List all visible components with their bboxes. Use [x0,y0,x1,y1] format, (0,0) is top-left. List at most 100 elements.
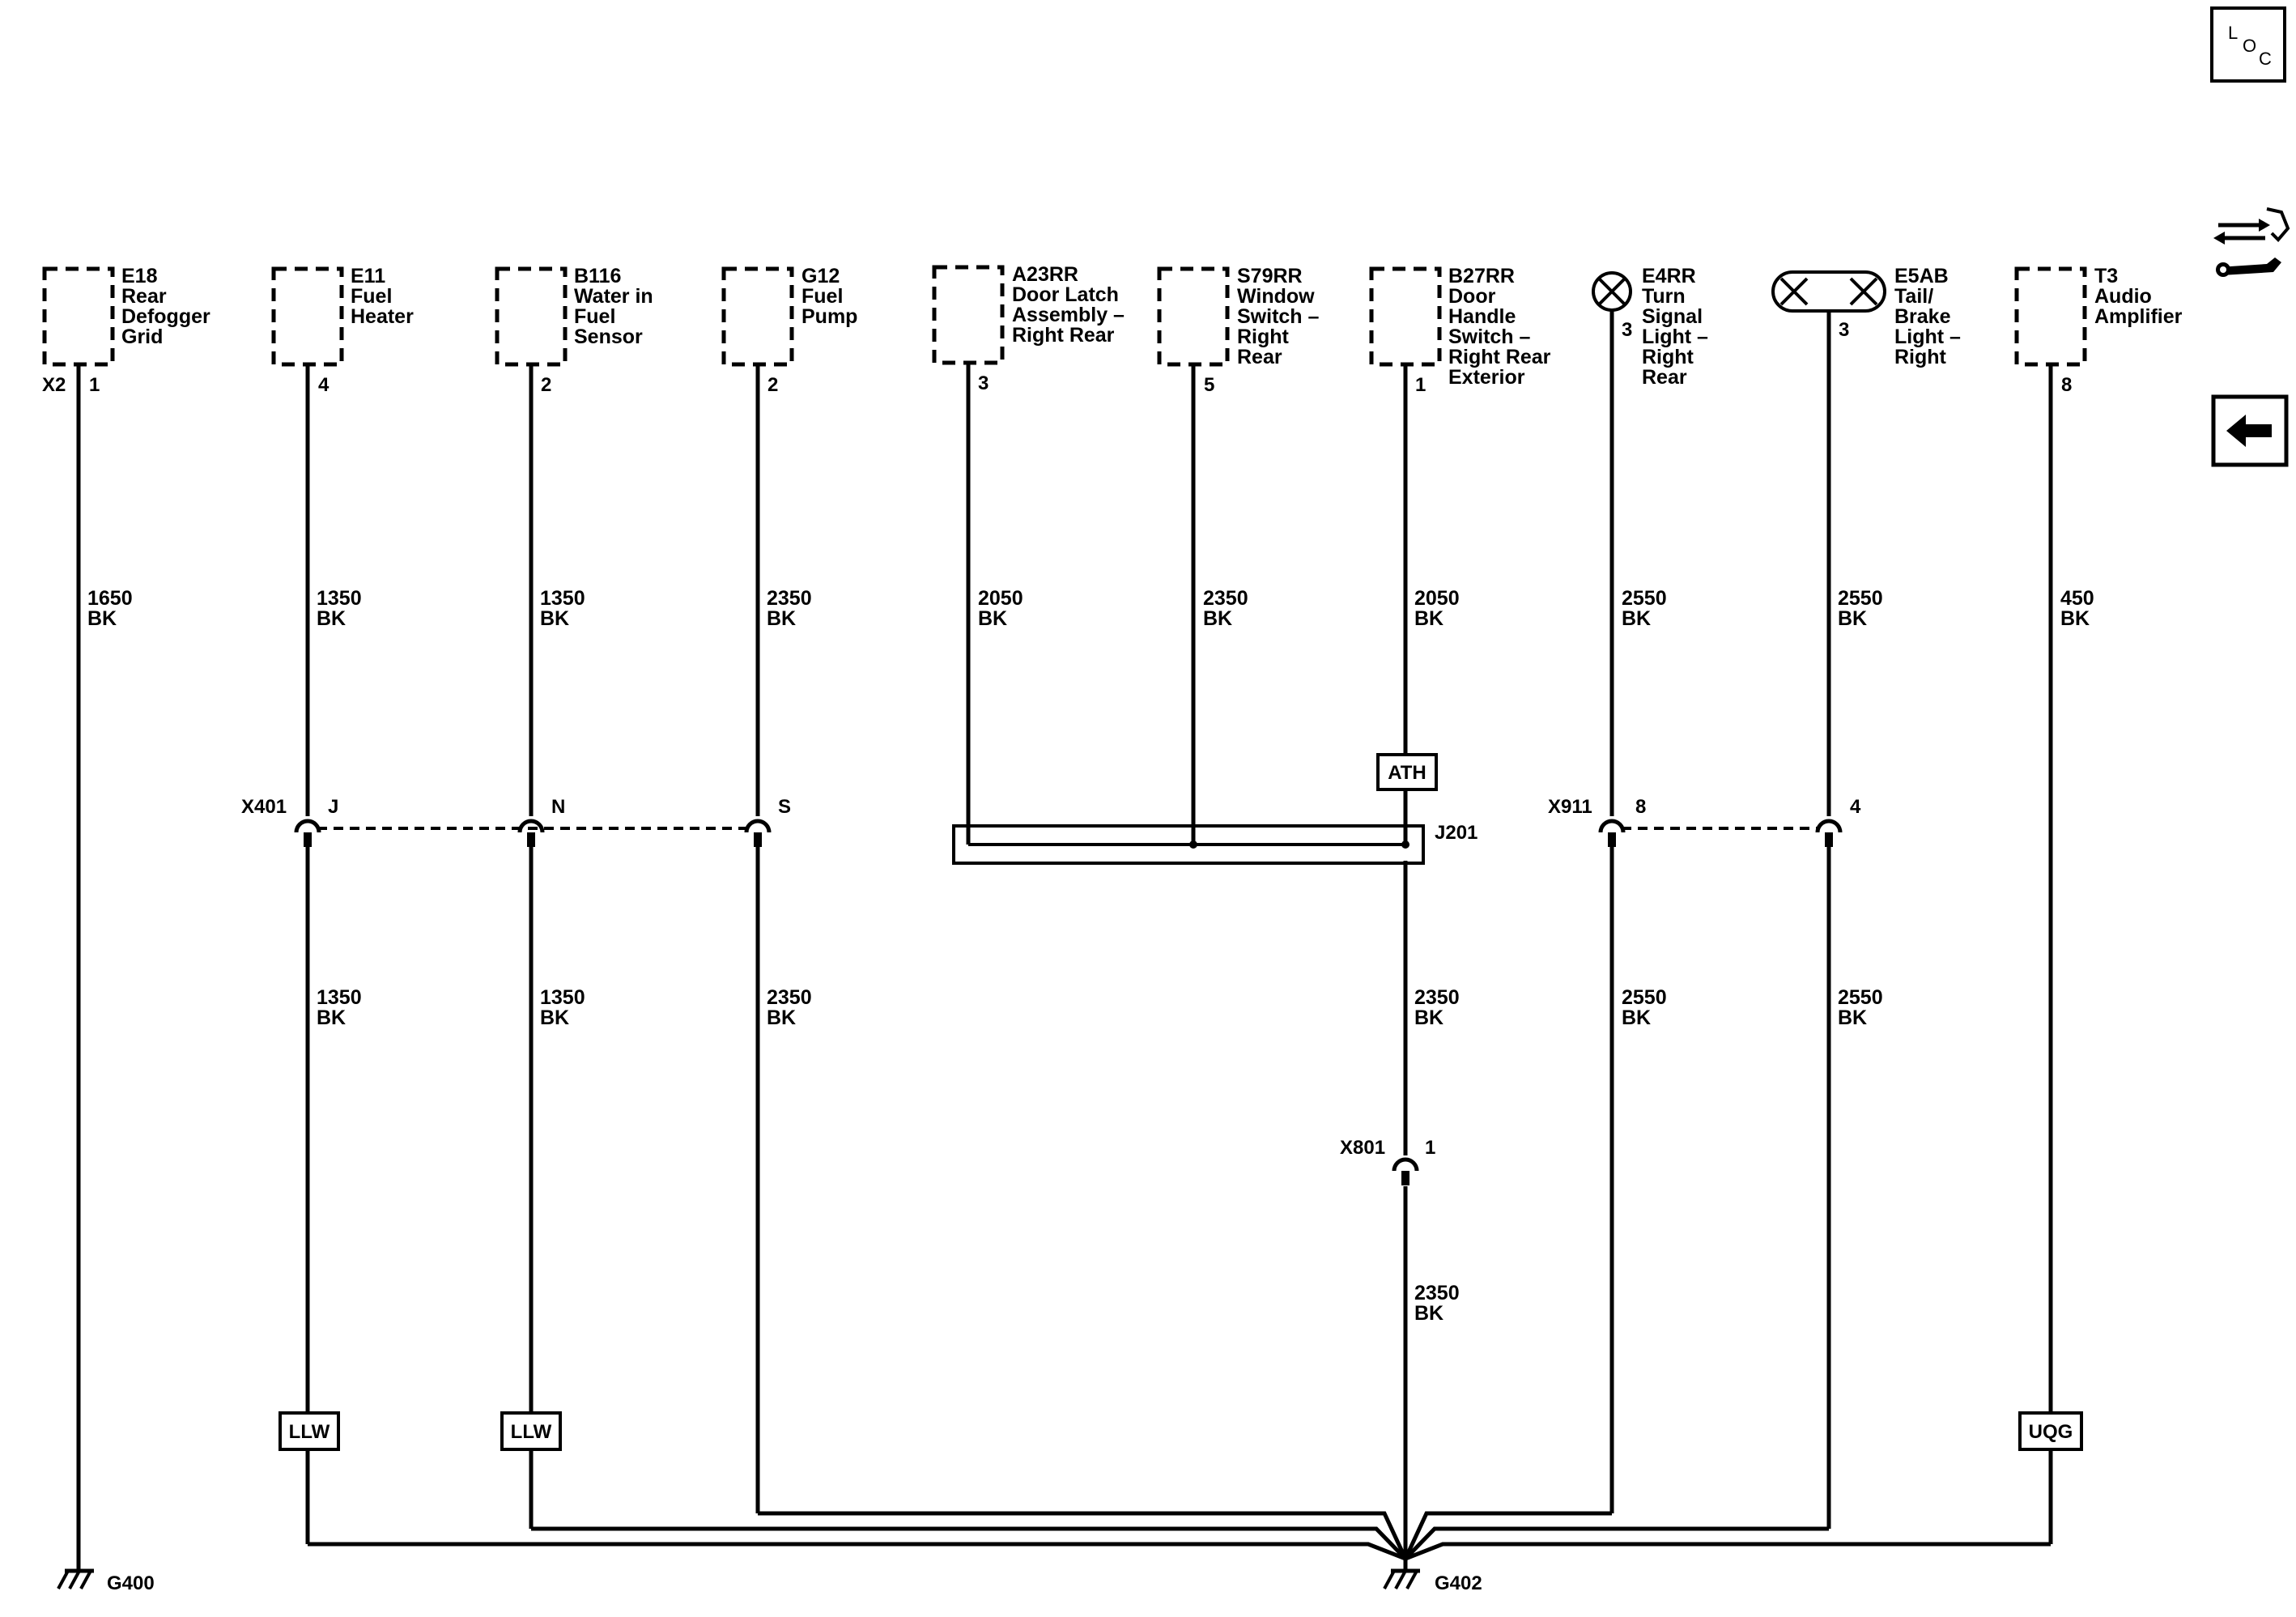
wire-labels-lower: 1350 BK 1350 BK 2350 BK 2350 BK 2550 BK … [317,986,1883,1325]
svg-text:Right Rear: Right Rear [1448,346,1551,368]
svg-text:UQG: UQG [2029,1421,2073,1443]
svg-text:G12: G12 [801,265,840,287]
svg-text:E4RR: E4RR [1642,265,1696,287]
svg-text:1350: 1350 [317,986,362,1009]
svg-text:N: N [551,796,565,818]
svg-text:2550: 2550 [1838,587,1883,610]
svg-text:Signal: Signal [1642,305,1703,328]
svg-text:4: 4 [1850,796,1861,818]
component-s79rr: S79RR Window Switch – Right Rear 5 [1157,265,1320,396]
component-g12: G12 Fuel Pump 2 [721,265,857,396]
svg-text:8: 8 [1635,796,1646,818]
svg-text:Switch –: Switch – [1448,326,1531,348]
component-e4rr: E4RR Turn Signal Light – Right Rear 3 [1592,265,1708,389]
connector-x911: X911 8 4 [1548,796,1861,847]
svg-text:Rear: Rear [1237,346,1282,368]
svg-text:8: 8 [2061,374,2072,396]
svg-text:X911: X911 [1548,796,1592,818]
ground-g402: G402 [1383,1559,1482,1594]
component-b116: B116 Water in Fuel Sensor 2 [495,265,653,396]
svg-text:Grid: Grid [121,326,163,348]
svg-text:X2: X2 [42,374,66,396]
component-t3: T3 Audio Amplifier 8 [2014,265,2183,396]
svg-text:G400: G400 [107,1572,155,1594]
svg-text:4: 4 [318,374,330,396]
svg-text:LLW: LLW [289,1421,330,1443]
svg-text:Window: Window [1237,285,1315,308]
ground-g400: G400 [57,1568,155,1594]
svg-text:O: O [2243,36,2256,56]
svg-text:BK: BK [2060,607,2090,630]
svg-text:3: 3 [1839,319,1849,341]
svg-text:2550: 2550 [1622,587,1667,610]
svg-text:Right: Right [1642,346,1694,368]
svg-text:BK: BK [540,1006,569,1029]
svg-text:Light –: Light – [1642,326,1708,348]
svg-text:E11: E11 [351,265,385,287]
svg-text:BK: BK [1414,1302,1444,1325]
svg-text:Door Latch: Door Latch [1012,283,1119,306]
svg-text:C: C [2259,49,2272,69]
svg-text:1: 1 [1415,374,1426,396]
svg-text:1350: 1350 [317,587,362,610]
svg-text:Brake: Brake [1894,305,1951,328]
svg-text:BK: BK [978,607,1007,630]
svg-text:Amplifier: Amplifier [2094,305,2183,328]
component-e18: E18 Rear Defogger Grid X2 1 [42,265,210,396]
svg-text:1: 1 [89,374,100,396]
svg-text:BK: BK [1203,607,1232,630]
svg-text:Right: Right [1237,326,1290,348]
svg-text:Right: Right [1894,346,1947,368]
connector-x801: X801 1 [1340,1137,1435,1185]
svg-text:BK: BK [1622,1006,1651,1029]
svg-text:3: 3 [1622,319,1632,341]
svg-text:BK: BK [317,607,346,630]
svg-text:Door: Door [1448,285,1496,308]
svg-text:S: S [778,796,791,818]
svg-text:X401: X401 [241,796,287,818]
svg-text:BK: BK [767,607,796,630]
svg-text:J201: J201 [1435,822,1478,844]
svg-text:BK: BK [1622,607,1651,630]
svg-text:Fuel: Fuel [574,305,615,328]
svg-text:B116: B116 [574,265,621,287]
tag-llw-1: LLW [278,1411,340,1451]
svg-text:BK: BK [87,607,117,630]
svg-text:Rear: Rear [121,285,167,308]
wires [76,310,2053,1571]
svg-text:Pump: Pump [801,305,857,328]
svg-text:E5AB: E5AB [1894,265,1949,287]
svg-text:S79RR: S79RR [1237,265,1303,287]
tag-ath: ATH [1376,753,1438,791]
wire-labels-upper: 1650 BK 1350 BK 1350 BK 2350 BK 2050 BK … [87,587,2094,630]
svg-text:2: 2 [767,374,778,396]
svg-text:2350: 2350 [767,587,812,610]
svg-text:Turn: Turn [1642,285,1686,308]
connector-x401: X401 J N S [241,796,791,847]
svg-text:5: 5 [1204,374,1214,396]
svg-text:BK: BK [767,1006,796,1029]
svg-text:Sensor: Sensor [574,326,643,348]
navigation-tool-icon[interactable] [2213,207,2290,277]
tag-uqg: UQG [2018,1411,2083,1451]
svg-text:Handle: Handle [1448,305,1516,328]
svg-text:3: 3 [978,372,989,394]
svg-text:1350: 1350 [540,986,585,1009]
svg-text:G402: G402 [1435,1572,1482,1594]
svg-text:2050: 2050 [978,587,1023,610]
svg-text:Assembly –: Assembly – [1012,304,1125,326]
svg-text:1350: 1350 [540,587,585,610]
svg-text:2350: 2350 [1414,986,1460,1009]
dual-bulb-icon [1771,270,1886,313]
svg-text:ATH: ATH [1388,762,1426,784]
component-b27rr: B27RR Door Handle Switch – Right Rear Ex… [1369,265,1551,396]
svg-text:Switch –: Switch – [1237,305,1320,328]
svg-text:2350: 2350 [1414,1282,1460,1304]
back-arrow-icon[interactable] [2211,394,2289,467]
svg-text:Water in: Water in [574,285,653,308]
loc-icon[interactable]: L O C [2210,6,2286,83]
svg-text:X801: X801 [1340,1137,1385,1159]
component-a23rr: A23RR Door Latch Assembly – Right Rear 3 [932,263,1125,394]
component-e5ab: E5AB Tail/ Brake Light – Right 3 [1771,265,1961,368]
